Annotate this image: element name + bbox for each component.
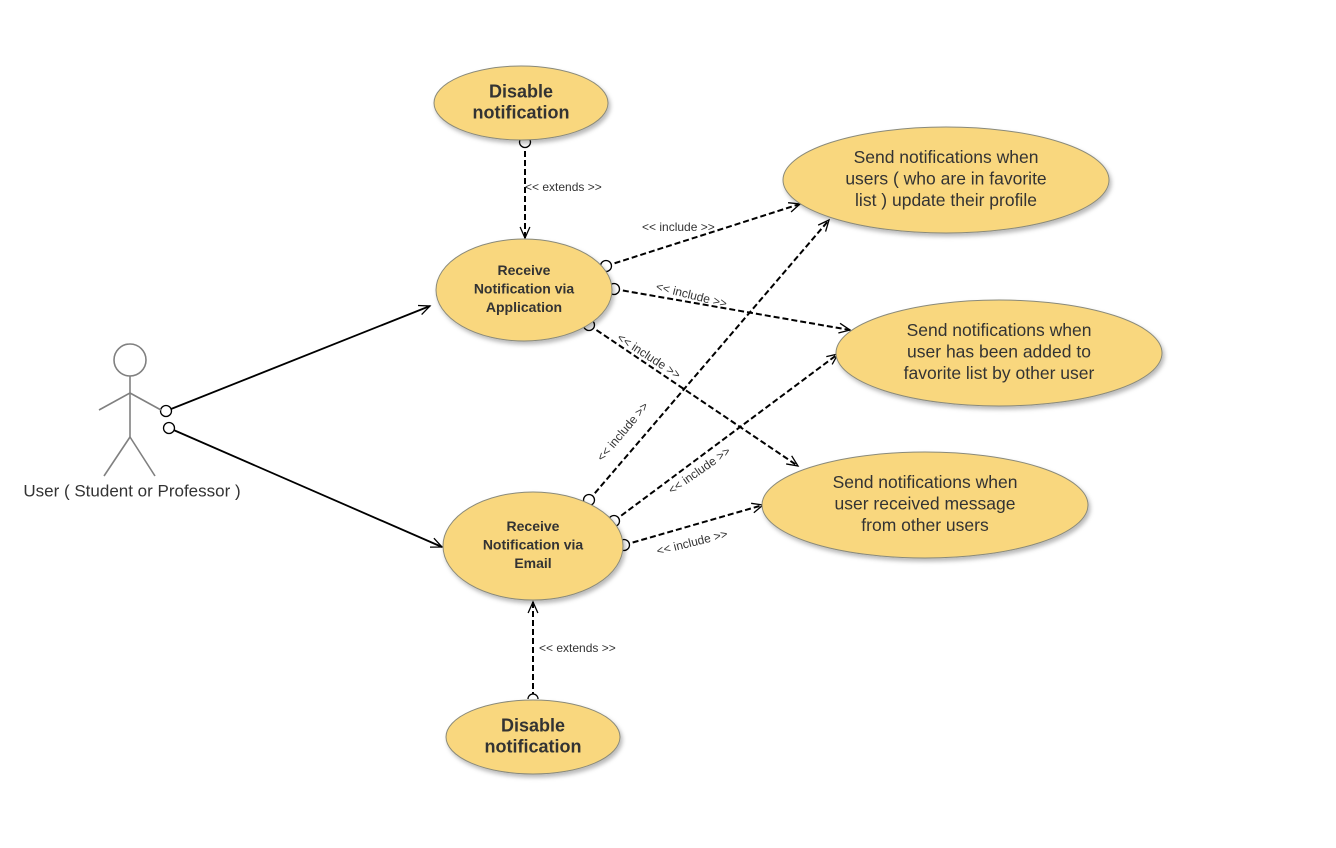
arrowhead-icon [429,537,444,548]
actor-head-icon [113,343,147,377]
use-case-label: notification [473,102,570,122]
include-line [588,219,830,501]
association-line [168,427,443,548]
association-relationship[interactable] [159,304,432,418]
include-line [613,288,851,331]
use-case-label: from other users [861,515,989,535]
include-label: << include >> [642,220,715,234]
use-case-label: Disable [501,715,565,735]
connector-endpoint-icon [527,693,539,700]
association-relationship[interactable] [162,421,444,548]
include-label: << include >> [655,527,729,558]
include-relationship[interactable] [607,282,852,334]
include-label: << include >> [615,330,684,381]
use-case-label: Disable [489,81,553,101]
actor-user[interactable]: User ( Student or Professor ) [23,343,241,500]
use-case-ellipse [782,126,1110,234]
use-case-label: Receive [507,518,560,534]
use-case-label: Send notifications when [907,320,1092,340]
use-case-ellipse [445,699,621,775]
arrowhead-icon [417,304,432,316]
actor-arm-icon [98,392,131,411]
arrowhead-icon [817,218,831,232]
arrowhead-icon [527,600,539,614]
arrowhead-icon [519,226,531,240]
arrowhead-icon [751,502,765,514]
include-relationship[interactable] [599,202,802,273]
connector-endpoint-icon [159,404,173,418]
use-case-ellipse [433,65,609,141]
use-case-ellipse [442,491,624,601]
use-case-ellipse [435,238,613,342]
include-label: << include >> [655,279,729,310]
actor-arm-icon [129,392,162,411]
arrowhead-icon [786,455,800,467]
use-case-label: Receive [498,262,551,278]
include-label: << include >> [666,444,734,497]
relationship-layer [159,135,852,700]
use-case-label: notification [485,736,582,756]
use-case-label: user has been added to [907,342,1091,362]
arrowhead-icon [838,322,852,334]
actor-label: User ( Student or Professor ) [23,481,240,500]
use-case-label: list ) update their profile [855,190,1037,210]
actor-layer: User ( Student or Professor ) [23,343,241,500]
extend-label: << extends >> [539,641,616,655]
actor-leg-icon [103,436,131,477]
use-case-ellipse [835,299,1163,407]
use-case-label: user received message [835,494,1016,514]
association-line [165,305,431,412]
use-case-label: Email [514,555,551,571]
include-label: << include >> [594,399,651,464]
include-line [623,504,764,546]
use-case-label: Notification via [474,281,575,297]
use-case-label: Send notifications when [833,472,1018,492]
use-case-label: Notification via [483,537,584,553]
use-case-label: Send notifications when [854,147,1039,167]
connector-endpoint-icon [162,421,176,435]
use-case-label: favorite list by other user [904,363,1095,383]
actor-leg-icon [129,436,156,477]
include-line [605,203,801,267]
use-case-label: Application [486,299,562,315]
use-case-label: users ( who are in favorite [845,169,1046,189]
extend-relationship[interactable] [527,600,539,700]
use-case-ellipse [761,451,1089,559]
include-line [613,353,839,522]
include-line [588,324,799,467]
extend-label: << extends >> [525,180,602,194]
